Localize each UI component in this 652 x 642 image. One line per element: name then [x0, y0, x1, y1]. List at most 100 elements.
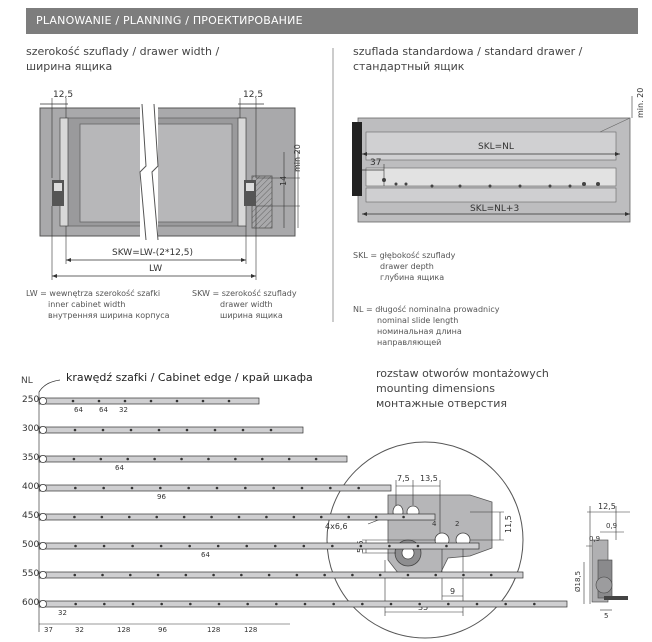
slide-hole	[406, 573, 410, 577]
dim-500-64: 64	[201, 551, 210, 559]
side-dim-5: 5	[604, 612, 609, 620]
slide-roller	[39, 426, 47, 434]
slide-hole	[244, 486, 247, 490]
bottom-dim-2: 128	[117, 626, 131, 634]
standard-drawer-title: szuflada standardowa / standard drawer /…	[353, 44, 582, 74]
legend-skl-line2: drawer depth	[380, 262, 434, 271]
slide-hole	[314, 457, 318, 461]
slide-hole	[101, 428, 105, 432]
dim-13-5: 13,5	[420, 474, 438, 483]
slide-hole	[388, 544, 391, 548]
slide-hole	[272, 486, 275, 490]
slide-hole	[329, 486, 332, 490]
slide-roller	[39, 600, 47, 608]
slide-length-label: 300	[22, 424, 40, 434]
slide-hole	[73, 515, 76, 519]
slide-hole	[273, 544, 277, 548]
slide-hole	[351, 573, 354, 577]
slide-hole	[207, 457, 210, 461]
legend-skw-line1: SKW = szerokość szuflady	[192, 289, 297, 298]
slide-hole	[447, 602, 450, 606]
dim-skl-nl3: SKL=NL+3	[470, 204, 520, 214]
legend-skw-line3: ширина ящика	[220, 311, 283, 320]
slide-roller	[39, 542, 47, 550]
slide-hole	[175, 399, 179, 403]
slide-hole	[99, 457, 103, 461]
slide-hole	[234, 457, 237, 461]
slide-hole	[184, 573, 188, 577]
legend-skl-line3: глубина ящика	[380, 273, 445, 282]
slide-rail	[38, 571, 524, 579]
slide-length-label: 500	[22, 540, 40, 550]
slide-hole	[241, 428, 245, 432]
slide-hole	[319, 515, 323, 519]
slide-hole	[72, 457, 76, 461]
slide-hole	[245, 544, 249, 548]
slide-hole	[240, 573, 243, 577]
slide-hole	[269, 428, 273, 432]
mounting-title-ru: монтажные отверстия	[376, 397, 508, 410]
slide-hole	[302, 544, 306, 548]
slide-roller	[39, 484, 47, 492]
bottom-dim-1: 32	[75, 626, 84, 634]
slide-hole	[74, 486, 77, 490]
legend-lw-line2: inner cabinet width	[48, 300, 126, 309]
slide-rail	[38, 513, 436, 521]
slide-hole	[227, 399, 231, 403]
drawer-width-title: szerokość szuflady / drawer width / шири…	[26, 44, 219, 74]
slide-rail	[38, 484, 392, 492]
mounting-title: rozstaw otworów montażowych mounting dim…	[376, 366, 549, 411]
slide-hole	[416, 544, 420, 548]
dim-9: 9	[450, 587, 456, 596]
side-dim-12-5: 12,5	[598, 502, 616, 511]
slide-hole	[74, 544, 77, 548]
slide-hole	[389, 602, 393, 606]
slide-hole	[217, 602, 221, 606]
slide-hole	[131, 602, 135, 606]
slide-hole	[160, 602, 163, 606]
nl-header: NL	[21, 376, 33, 386]
legend-nl-line3: номинальная длина	[377, 327, 462, 336]
slide-hole	[357, 486, 360, 490]
slide-hole	[287, 457, 291, 461]
slide-hole	[100, 515, 104, 519]
drawer-width-title-pl: szerokość szuflady / drawer width /	[26, 45, 220, 58]
slide-rail	[38, 600, 568, 608]
slide-hole	[102, 486, 105, 490]
cabinet-edge-label: krawędź szafki / Cabinet edge / край шка…	[66, 371, 313, 384]
slide-hole	[533, 602, 536, 606]
dim-250-32: 32	[119, 406, 128, 414]
legend-nl-line4: направляющей	[377, 338, 442, 347]
slide-hole	[73, 428, 77, 432]
slide-hole	[187, 486, 190, 490]
slide-hole	[374, 515, 378, 519]
legend-nl-line1: NL = długość nominalna prowadnicy	[353, 305, 500, 314]
mounting-title-pl: rozstaw otworów montażowych	[376, 367, 549, 380]
slide-hole	[149, 399, 153, 403]
slide-hole	[97, 399, 101, 403]
slide-hole	[73, 573, 77, 577]
slide-hole	[402, 515, 405, 519]
side-dim-0-9-a: 0,9	[606, 522, 618, 530]
slide-length-label: 600	[22, 598, 40, 608]
slide-roller	[39, 571, 47, 579]
legend-skw: SKW = szerokość szuflady drawer width ши…	[192, 288, 297, 321]
slide-hole	[331, 544, 334, 548]
bottom-dim-4: 128	[207, 626, 221, 634]
slide-hole	[303, 602, 307, 606]
slide-roller	[39, 397, 47, 405]
bottom-dim-0: 37	[44, 626, 53, 634]
slide-hole	[462, 573, 465, 577]
dim-left-12-5: 12,5	[53, 90, 74, 100]
slide-hole	[332, 602, 335, 606]
dim-skw: SKW=LW-(2*12,5)	[112, 248, 193, 258]
slide-hole	[210, 515, 213, 519]
slide-hole	[159, 544, 163, 548]
slide-hole	[188, 544, 191, 548]
dim-35: 35	[418, 603, 429, 612]
slide-hole	[216, 544, 220, 548]
slide-hole	[101, 573, 104, 577]
slide-length-label: 250	[22, 395, 40, 405]
dim-600-32: 32	[58, 609, 67, 617]
